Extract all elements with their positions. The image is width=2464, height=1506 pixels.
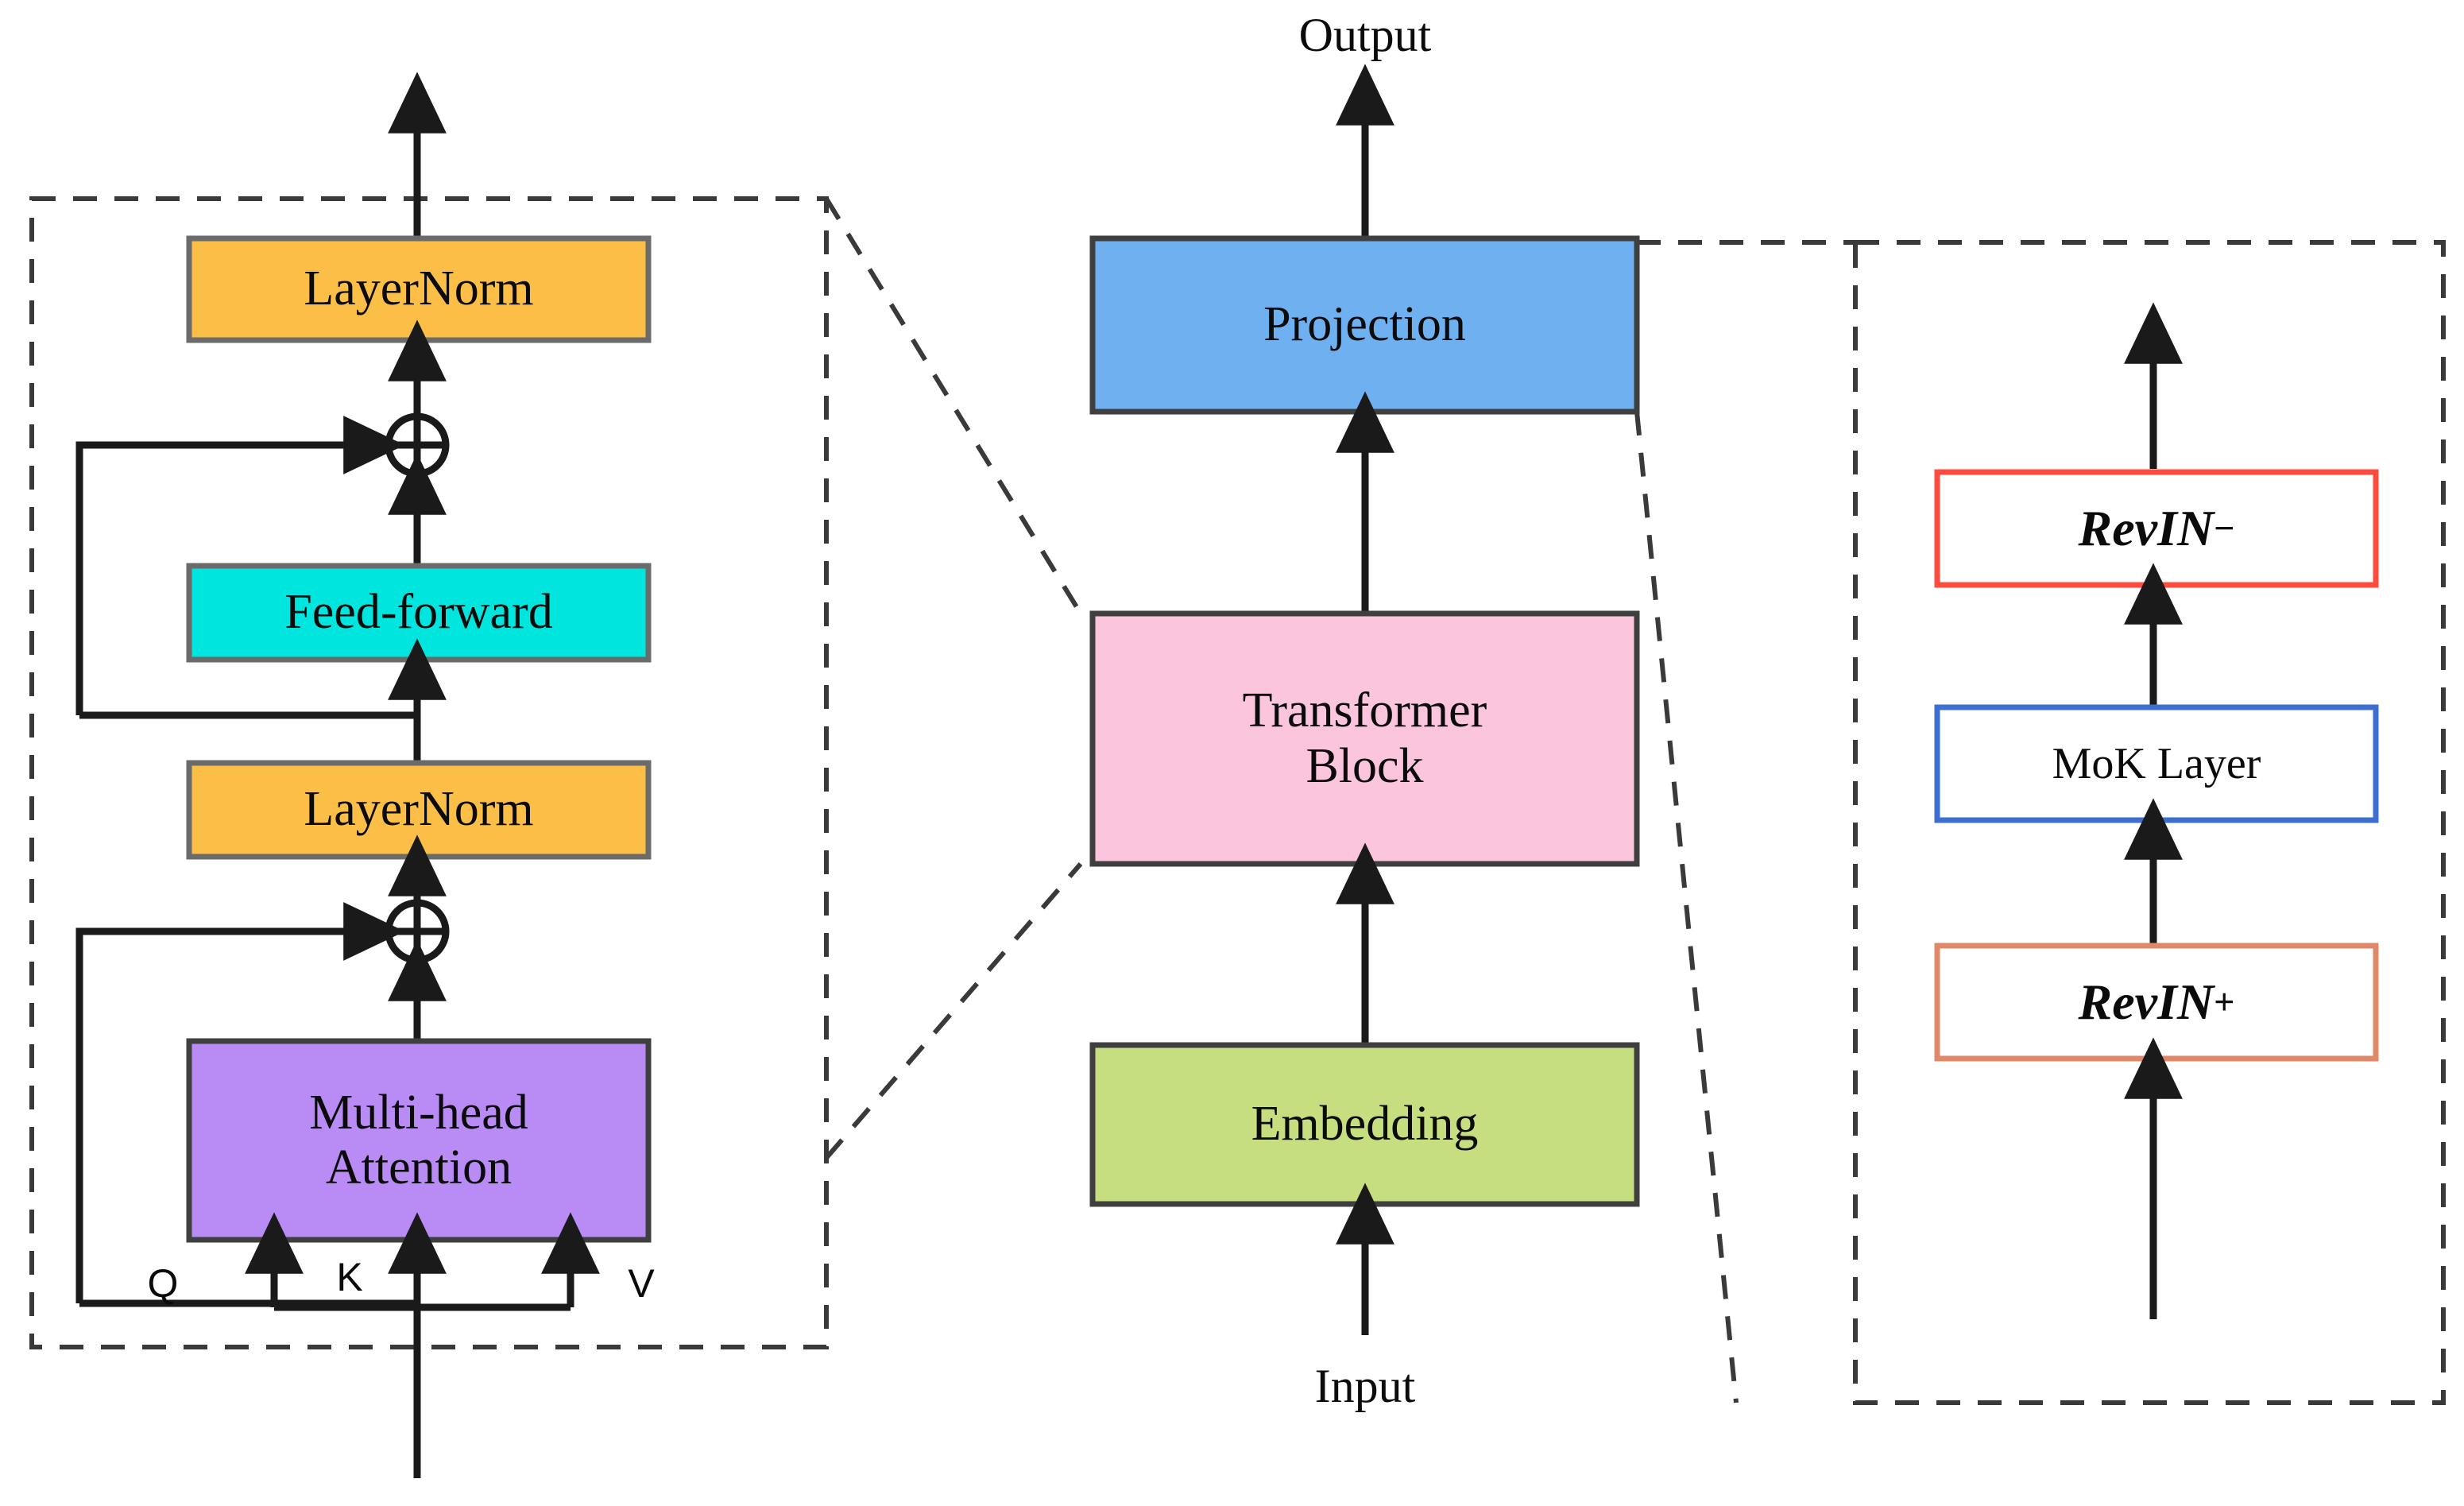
add-top-symbol [385,412,450,478]
embedding-box [1089,1042,1640,1207]
mok-layer-box [1934,704,2379,823]
add-bottom-symbol [385,899,450,964]
right-panel-dashed-border [1853,240,2446,1405]
left-panel-dashed-border [29,196,829,1349]
transformer-block-box [1089,610,1640,867]
layernorm-bottom-box [186,760,652,860]
multi-head-attention-box [186,1038,652,1243]
connector-right-bottom [1634,411,1739,1403]
revin-minus-box [1934,469,2379,588]
revin-plus-box [1934,943,2379,1062]
layernorm-top-box [186,235,652,343]
residual-skip-top [75,416,405,715]
connector-left-bottom [824,862,1083,1160]
residual-skip-bottom [75,902,405,1303]
connector-left-top [824,197,1083,615]
projection-box [1089,235,1640,415]
feed-forward-box [186,563,652,663]
